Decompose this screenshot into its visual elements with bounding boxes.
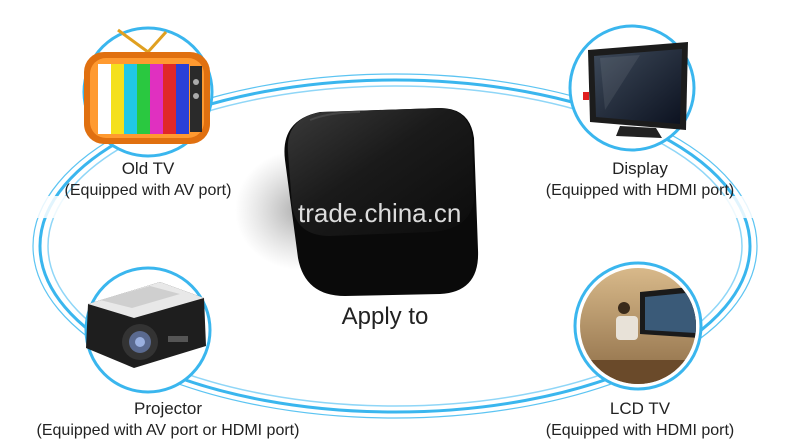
lcd-tv-label: LCD TV (Equipped with HDMI port) [535,398,745,442]
lcd-tv-name: LCD TV [609,399,671,418]
projector-label: Projector (Equipped with AV port or HDMI… [18,398,318,442]
projector-port: (Equipped with AV port or HDMI port) [36,422,300,439]
display-label: Display (Equipped with HDMI port) [535,158,745,202]
old-tv-port: (Equipped with AV port) [64,182,232,199]
watermark-text: trade.china.cn [298,198,462,228]
display-image [568,24,696,152]
connection-ring [32,73,758,419]
apply-to-label: Apply to [341,303,429,330]
old-tv-name: Old TV [121,159,175,178]
projector-image [84,266,212,394]
display-name: Display [612,159,668,178]
lcd-tv-port: (Equipped with HDMI port) [545,422,735,439]
display-port: (Equipped with HDMI port) [545,182,735,199]
old-tv-image [82,26,214,158]
lcd-tv-image [573,261,703,391]
tv-box-image [235,108,479,296]
projector-name: Projector [133,399,203,418]
old-tv-label: Old TV (Equipped with AV port) [48,158,248,202]
